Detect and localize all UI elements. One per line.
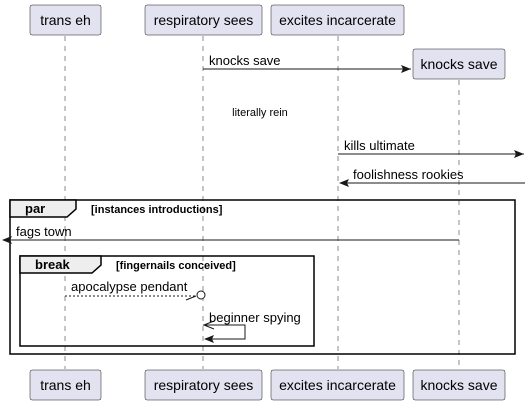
message-kills-ultimate: kills ultimate — [338, 138, 524, 158]
participant-trans-eh-top: trans eh — [29, 4, 102, 36]
message-label: kills ultimate — [344, 138, 415, 153]
participant-label: excites incarcerate — [279, 12, 396, 28]
participant-knocks-save-bottom: knocks save — [412, 369, 506, 401]
fragment-keyword: break — [35, 257, 70, 272]
message-label: fags town — [16, 224, 72, 239]
participant-label: respiratory sees — [154, 377, 254, 393]
fragment-break: break [fingernails conceived] — [19, 255, 315, 347]
participant-trans-eh-bottom: trans eh — [29, 369, 102, 401]
message-fags-town: fags town — [2, 224, 459, 244]
participant-label: excites incarcerate — [279, 377, 396, 393]
fragment-keyword: par — [25, 201, 45, 216]
message-beginner-spying: beginner spying — [202, 310, 301, 343]
message-knocks-save: knocks save — [203, 53, 411, 73]
participant-respiratory-sees-bottom: respiratory sees — [144, 369, 263, 401]
message-apocalypse-pendant: apocalypse pendant — [65, 279, 206, 301]
fragment-condition: [instances introductions] — [91, 204, 223, 216]
fragment-par: par [instances introductions] — [9, 199, 516, 355]
participant-label: trans eh — [40, 12, 91, 28]
participant-knocks-save-created: knocks save — [412, 48, 506, 80]
message-label: apocalypse pendant — [71, 279, 188, 294]
participant-label: respiratory sees — [154, 12, 254, 28]
delay-label: literally rein — [232, 107, 288, 119]
participant-excites-incarcerate-bottom: excites incarcerate — [270, 369, 405, 401]
message-foolishness-rookies: foolishness rookies — [339, 167, 525, 187]
participant-respiratory-sees-top: respiratory sees — [144, 4, 263, 36]
participant-label: trans eh — [40, 377, 91, 393]
message-label: knocks save — [209, 53, 281, 68]
participant-label: knocks save — [420, 56, 497, 72]
message-label: foolishness rookies — [353, 167, 464, 182]
participant-excites-incarcerate-top: excites incarcerate — [270, 4, 405, 36]
fragment-condition: [fingernails conceived] — [116, 260, 236, 272]
participant-label: knocks save — [420, 377, 497, 393]
message-label: beginner spying — [209, 310, 301, 325]
